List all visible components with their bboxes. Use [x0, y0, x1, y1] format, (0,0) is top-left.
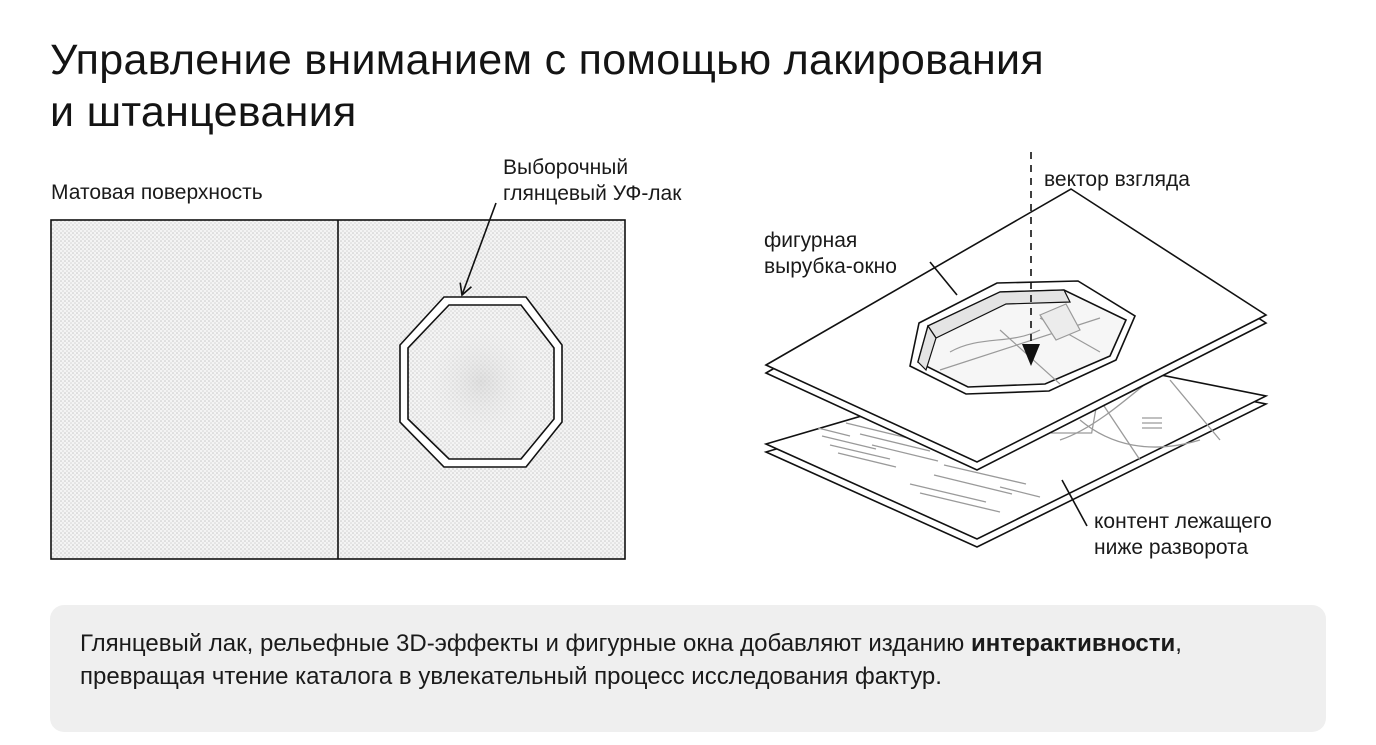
summary-text-part-2: , превращая чтение каталога в увлекатель… — [80, 630, 1182, 690]
underlying-content-label: контент лежащего ниже разворота — [1094, 509, 1272, 561]
underlying-content-label-line-1: контент лежащего — [1094, 510, 1272, 533]
gloss-label-arrow — [459, 202, 497, 297]
die-cut-window-label: фигурная вырубка-окно — [764, 228, 897, 280]
cutout-leader-line — [929, 261, 958, 296]
title-line-1: Управление вниманием с помощью лакирован… — [50, 36, 1044, 84]
matte-surface-label: Матовая поверхность — [51, 181, 263, 204]
diagram-canvas — [50, 152, 1269, 560]
page-text-lines — [817, 422, 1041, 513]
gloss-varnish-label-line-2: глянцевый УФ-лак — [503, 182, 682, 205]
content-leader-line — [1061, 479, 1088, 527]
title-line-2: и штанцевания — [50, 88, 357, 136]
gaze-vector-arrowhead — [1022, 344, 1040, 366]
summary-emphasis: интерактивности — [970, 630, 1176, 657]
gloss-varnish-label-line-1: Выборочный — [503, 156, 629, 179]
window-map-lines — [939, 303, 1101, 385]
die-cut-window-label-line-2: вырубка-окно — [764, 255, 897, 278]
die-cut-window — [909, 280, 1137, 395]
gloss-octagon — [399, 296, 563, 468]
summary-text-part-1: Глянцевый лак, рельефные 3D-эффекты и фи… — [80, 630, 971, 657]
summary-note: Глянцевый лак, рельефные 3D-эффекты и фи… — [50, 605, 1326, 732]
underlying-content-label-line-2: ниже разворота — [1094, 536, 1249, 559]
gloss-varnish-label: Выборочный глянцевый УФ-лак — [503, 155, 681, 207]
die-cut-window-label-line-1: фигурная — [764, 229, 858, 252]
gaze-vector-label: вектор взгляда — [1044, 168, 1190, 191]
page-title: Управление вниманием с помощью лакирован… — [50, 34, 1044, 138]
page-map-lines — [1050, 379, 1221, 461]
